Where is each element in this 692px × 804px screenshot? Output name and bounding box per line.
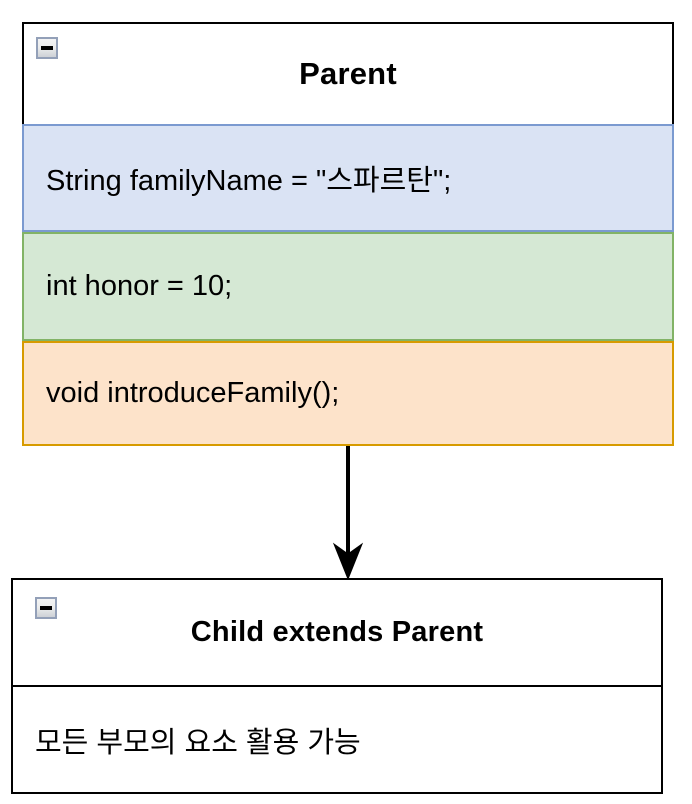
minus-glyph <box>40 606 52 610</box>
parent-header: Parent <box>24 24 672 124</box>
class-member-row-honor[interactable]: int honor = 10; <box>22 232 674 341</box>
parent-title: Parent <box>299 56 397 91</box>
child-header: Child extends Parent <box>13 580 661 687</box>
member-label: 모든 부모의 요소 활용 가능 <box>35 726 361 759</box>
class-box-child[interactable]: Child extends Parent 모든 부모의 요소 활용 가능 <box>11 578 663 794</box>
child-title: Child extends Parent <box>190 616 484 648</box>
class-member-row-family-name[interactable]: String familyName = "스파르탄"; <box>22 124 674 232</box>
class-member-row-introduce-family[interactable]: void introduceFamily(); <box>22 341 674 446</box>
class-member-row-child-note[interactable]: 모든 부모의 요소 활용 가능 <box>13 687 661 792</box>
member-label: void introduceFamily(); <box>46 377 340 409</box>
collapse-minus-icon[interactable] <box>36 37 58 59</box>
member-label: int honor = 10; <box>46 270 233 302</box>
minus-glyph <box>41 46 53 50</box>
collapse-minus-icon[interactable] <box>35 597 57 619</box>
inheritance-arrow[interactable] <box>332 446 364 580</box>
class-box-parent[interactable]: Parent String familyName = "스파르탄"; int h… <box>22 22 674 446</box>
member-label: String familyName = "스파르탄"; <box>46 165 452 197</box>
